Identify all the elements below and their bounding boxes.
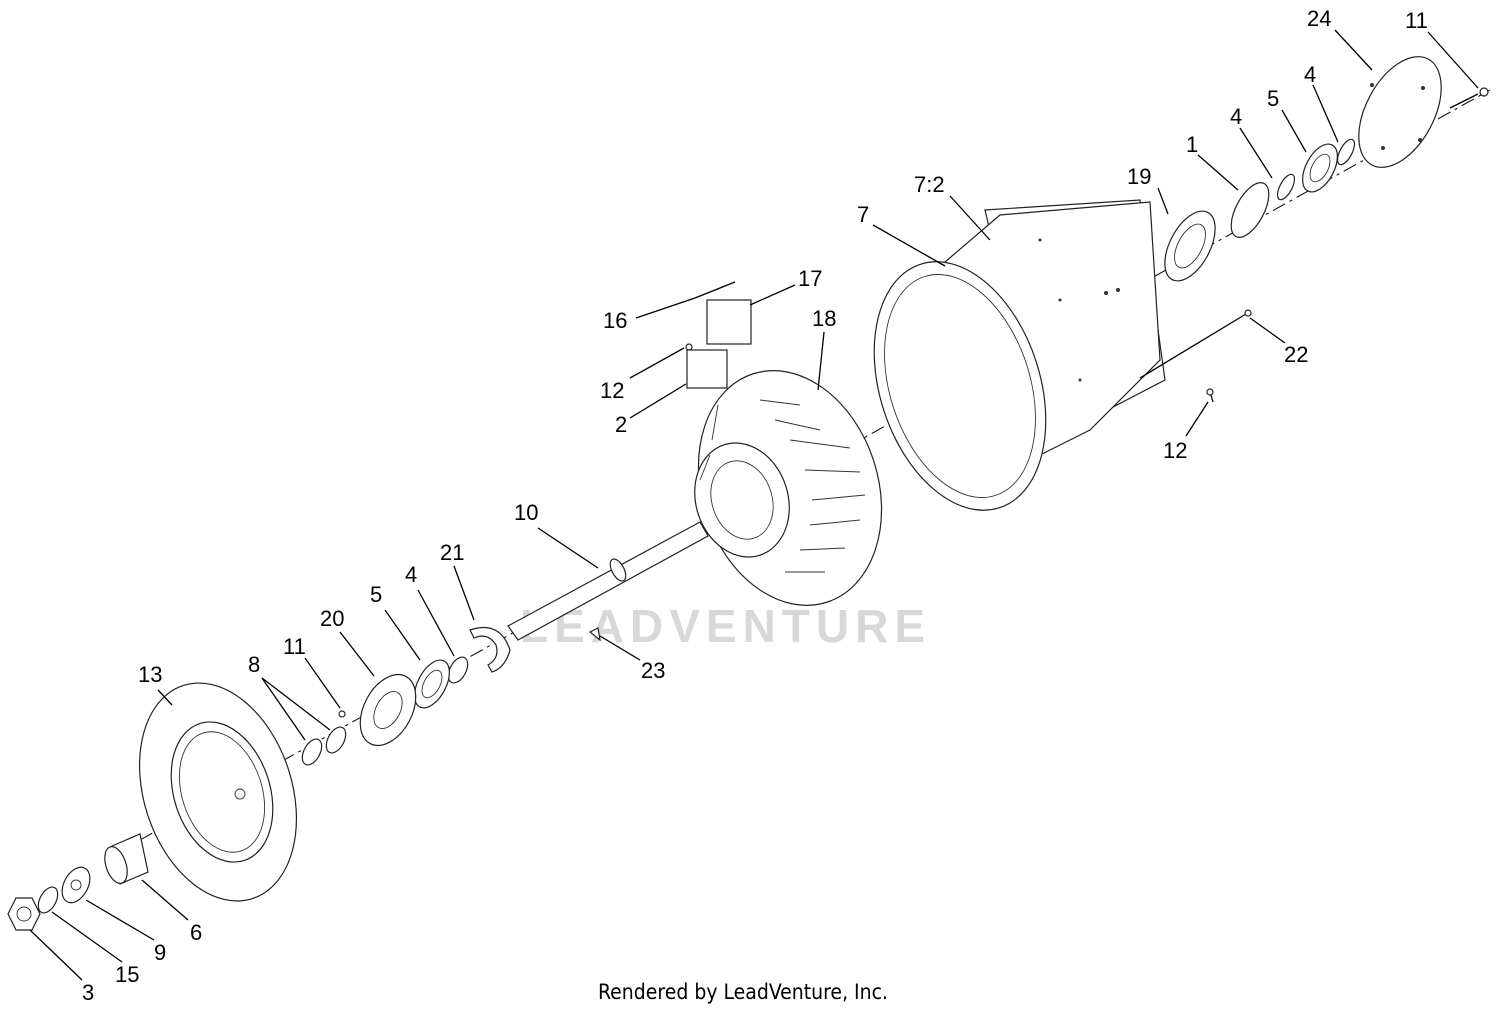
part-12-screw-left bbox=[685, 343, 693, 351]
part-2-pad bbox=[686, 349, 728, 389]
callout-4-low: 4 bbox=[405, 562, 417, 587]
part-17-pad bbox=[706, 299, 752, 345]
callout-4-top-right: 4 bbox=[1304, 62, 1316, 87]
part-7-drum-housing bbox=[873, 199, 1166, 511]
part-10-shaft bbox=[507, 521, 709, 641]
part-19-bearing-housing bbox=[1164, 210, 1216, 282]
callout-8: 8 bbox=[248, 652, 260, 677]
part-24-flange-plate bbox=[1358, 56, 1442, 168]
part-9-washer bbox=[61, 866, 91, 904]
part-8-spacer-rings bbox=[301, 726, 347, 766]
part-13-impeller-fan bbox=[138, 682, 298, 902]
part-1-o-ring bbox=[1230, 182, 1270, 238]
callout-11-top: 11 bbox=[1405, 8, 1428, 33]
part-22-long-bolt bbox=[1139, 309, 1252, 379]
callout-11-low: 11 bbox=[283, 634, 306, 659]
part-16-wire bbox=[694, 281, 736, 299]
callout-21: 21 bbox=[440, 540, 464, 565]
callout-20: 20 bbox=[320, 606, 344, 631]
part-5-bearing-upper bbox=[1302, 143, 1338, 193]
callout-17: 17 bbox=[798, 266, 822, 291]
watermark-text: LEADVENTURE bbox=[520, 600, 931, 652]
callout-10: 10 bbox=[514, 500, 538, 525]
callout-3: 3 bbox=[82, 980, 94, 1005]
part-15-lock-washer bbox=[37, 886, 59, 914]
callout-4-top-mid: 4 bbox=[1230, 104, 1242, 129]
callout-5-low: 5 bbox=[370, 582, 382, 607]
callout-7-2: 7:2 bbox=[914, 172, 945, 197]
leader-lines bbox=[29, 29, 1479, 981]
callout-5-top-right: 5 bbox=[1267, 86, 1279, 111]
callout-18: 18 bbox=[812, 306, 836, 331]
callout-12-left: 12 bbox=[600, 378, 624, 403]
callout-9: 9 bbox=[154, 940, 166, 965]
callout-15: 15 bbox=[115, 962, 139, 987]
part-12-screw-right bbox=[1206, 388, 1214, 403]
callout-6: 6 bbox=[190, 920, 202, 945]
callout-13: 13 bbox=[138, 662, 162, 687]
part-21-retaining-ring bbox=[469, 626, 511, 673]
callout-2: 2 bbox=[615, 412, 627, 437]
part-11-bolt-low bbox=[338, 710, 346, 718]
part-23-key bbox=[588, 627, 601, 642]
callout-16: 16 bbox=[603, 308, 627, 333]
callout-7: 7 bbox=[857, 202, 869, 227]
footer-credit: Rendered by LeadVenture, Inc. bbox=[598, 980, 888, 1004]
callout-24: 24 bbox=[1307, 6, 1331, 31]
part-4-snap-ring-upper-mid bbox=[1276, 173, 1296, 201]
part-4-snap-ring-upper-right bbox=[1336, 138, 1356, 166]
part-4-snap-ring-low bbox=[447, 656, 469, 684]
part-5-bearing-low bbox=[414, 659, 450, 709]
callout-23: 23 bbox=[641, 658, 665, 683]
part-3-nut bbox=[7, 897, 41, 931]
part-18-impeller-rotor bbox=[694, 370, 883, 606]
callout-19: 19 bbox=[1127, 164, 1151, 189]
callout-1: 1 bbox=[1186, 132, 1198, 157]
part-20-bearing-cap bbox=[359, 674, 417, 746]
part-11-bolt-top bbox=[1449, 87, 1489, 109]
callout-12-right: 12 bbox=[1163, 438, 1187, 463]
callout-22: 22 bbox=[1284, 342, 1308, 367]
part-6-spacer-sleeve bbox=[104, 833, 149, 885]
